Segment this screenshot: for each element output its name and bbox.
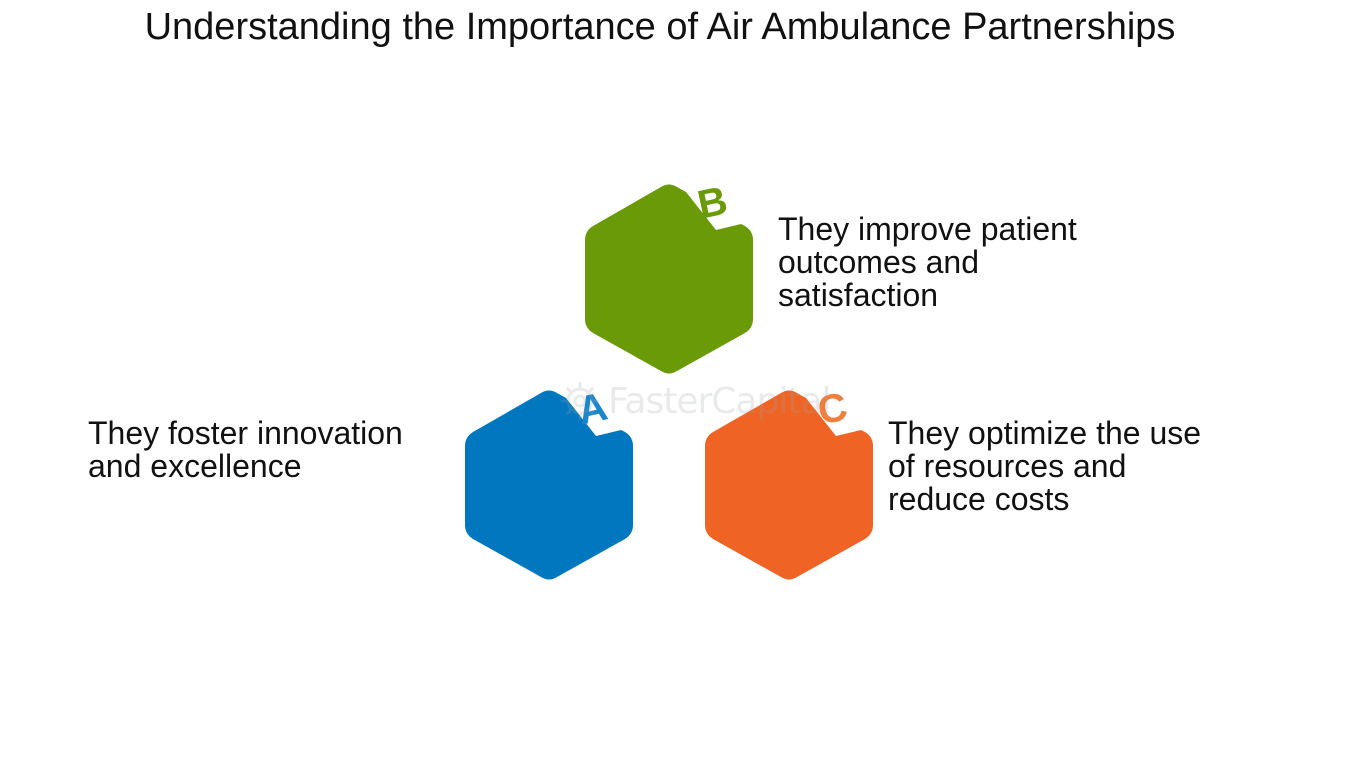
- point-text-c-line: They optimize the use: [888, 415, 1202, 451]
- point-text-b-line: satisfaction: [778, 277, 939, 313]
- point-text-c: They optimize the use of resources and r…: [888, 417, 1201, 516]
- hexagon-c: C: [705, 385, 873, 580]
- point-text-c-line: of resources and: [888, 448, 1127, 484]
- hexagon-b: B: [585, 179, 753, 374]
- point-text-a: They foster innovation and excellence: [88, 417, 403, 483]
- hexagon-c-shape: [705, 390, 873, 580]
- point-text-b-line: outcomes and: [778, 244, 980, 280]
- point-text-c-line: reduce costs: [888, 481, 1070, 517]
- hexagon-b-shape: [585, 184, 753, 374]
- point-text-b-line: They improve patient: [778, 211, 1077, 247]
- point-text-a-line: and excellence: [88, 448, 302, 484]
- hexagon-a: A: [465, 385, 633, 580]
- page-title: Understanding the Importance of Air Ambu…: [144, 6, 1176, 48]
- hexagon-a-shape: [465, 390, 633, 580]
- point-text-b: They improve patient outcomes and satisf…: [778, 213, 1077, 312]
- point-text-a-line: They foster innovation: [88, 415, 403, 451]
